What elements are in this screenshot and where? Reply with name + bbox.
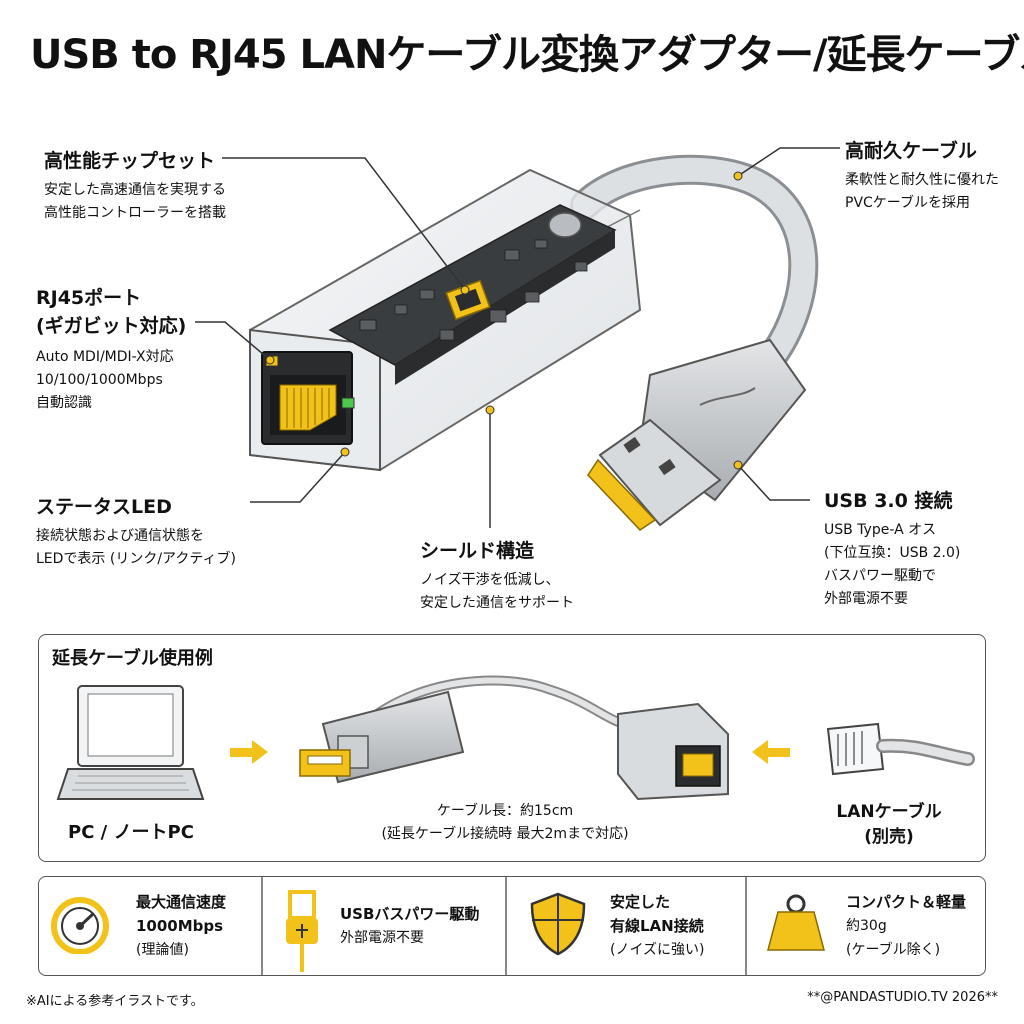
feature-buspower: USBバスパワー駆動 外部電源不要: [340, 902, 479, 950]
callout-cable-line: 柔軟性と耐久性に優れた: [845, 172, 999, 188]
usage-pc-label: PC / ノートPC: [68, 822, 194, 843]
callout-shield-line: 安定した通信をサポート: [420, 595, 574, 611]
feature-stable-title: 安定した: [610, 893, 671, 911]
callout-status-led: ステータスLED 接続状態および通信状態を LEDで表示 (リンク/アクティブ): [36, 492, 236, 571]
usage-coupler: [617, 702, 729, 801]
feature-stable: 安定した 有線LAN接続 (ノイズに強い): [610, 890, 705, 962]
callout-cable-line: PVCケーブルを採用: [845, 195, 970, 211]
footer-note: ※AIによる参考イラストです。: [26, 994, 204, 1009]
callout-chipset-line: 安定した高速通信を実現する: [44, 182, 226, 198]
feature-buspower-sub: 外部電源不要: [340, 930, 424, 946]
feature-compact: コンパクト＆軽量 約30g (ケーブル除く): [846, 890, 966, 962]
usage-illustration: [56, 675, 975, 801]
callout-rj45-line: Auto MDI/MDI-X対応: [36, 349, 174, 365]
usb-plug-icon: [286, 890, 318, 972]
usage-cable-length: ケーブル長：約15cm (延長ケーブル接続時 最大2mまで対応): [380, 800, 630, 846]
callout-rj45-line: 10/100/1000Mbps: [36, 372, 163, 388]
feature-stable-title: 有線LAN接続: [610, 917, 704, 935]
feature-speed-title: 最大通信速度: [136, 893, 227, 911]
weight-icon: [767, 894, 825, 951]
callout-cable-heading: 高耐久ケーブル: [845, 140, 977, 162]
usage-cable-length-line: (延長ケーブル接続時 最大2mまで対応): [381, 826, 629, 842]
feature-compact-title: コンパクト＆軽量: [846, 893, 967, 911]
usage-adapter: [299, 675, 643, 784]
speedometer-icon: [51, 897, 109, 954]
feature-compact-sub: (ケーブル除く): [846, 942, 941, 958]
usage-cable-length-line: ケーブル長：約15cm: [436, 803, 574, 819]
lan-plug-icon: [826, 722, 975, 776]
page-title: USB to RJ45 LANケーブル変換アダプター/延長ケーブル: [30, 32, 1024, 78]
feature-buspower-title: USBバスパワー駆動: [340, 905, 480, 923]
callout-usb-line: 外部電源不要: [824, 591, 908, 607]
feature-speed: 最大通信速度 1000Mbps (理論値): [136, 890, 226, 962]
callout-usb-line: USB Type-A オス: [824, 522, 937, 538]
usage-example-panel: [38, 634, 986, 862]
usage-lan-label: LANケーブル (別売): [826, 800, 952, 850]
usage-lan-label-line: LANケーブル: [836, 802, 942, 822]
callout-usb: USB 3.0 接続 USB Type-A オス (下位互換：USB 2.0) …: [824, 486, 960, 611]
adapter-housing: [249, 168, 642, 472]
feature-speed-sub: (理論値): [136, 942, 189, 958]
usage-lan-label-line: (別売): [864, 827, 914, 847]
feature-strip: [38, 876, 986, 976]
callout-shield-line: ノイズ干渉を低減し、: [420, 572, 560, 588]
callout-usb-heading: USB 3.0 接続: [824, 490, 953, 512]
laptop-icon: [56, 685, 205, 800]
callout-cable: 高耐久ケーブル 柔軟性と耐久性に優れた PVCケーブルを採用: [845, 136, 999, 215]
callout-chipset: 高性能チップセット 安定した高速通信を実現する 高性能コントローラーを搭載: [44, 146, 226, 225]
callout-rj45: RJ45ポート (ギガビット対応) Auto MDI/MDI-X対応 10/10…: [36, 284, 186, 415]
callout-usb-line: (下位互換：USB 2.0): [824, 545, 961, 561]
callout-shield: シールド構造 ノイズ干渉を低減し、 安定した通信をサポート: [420, 536, 574, 615]
usage-heading: 延長ケーブル使用例: [52, 648, 213, 669]
callout-rj45-line: 自動認識: [36, 395, 92, 411]
callout-status-led-heading: ステータスLED: [36, 496, 172, 518]
callout-chipset-line: 高性能コントローラーを搭載: [44, 205, 226, 221]
callout-usb-line: バスパワー駆動で: [824, 568, 936, 584]
feature-stable-sub: (ノイズに強い): [610, 942, 705, 958]
callout-rj45-heading: RJ45ポート: [36, 287, 142, 309]
callout-shield-heading: シールド構造: [420, 540, 535, 562]
footer-credit: **@PANDASTUDIO.TV 2026**: [807, 990, 998, 1005]
callout-rj45-heading: (ギガビット対応): [36, 315, 187, 337]
shield-icon: [530, 892, 586, 956]
feature-compact-sub: 約30g: [846, 918, 887, 934]
feature-speed-title: 1000Mbps: [136, 917, 224, 935]
usb-plug: [587, 338, 807, 531]
callout-status-led-line: 接続状態および通信状態を: [36, 528, 204, 544]
callout-chipset-heading: 高性能チップセット: [44, 150, 216, 172]
callout-status-led-line: LEDで表示 (リンク/アクティブ): [36, 551, 236, 567]
